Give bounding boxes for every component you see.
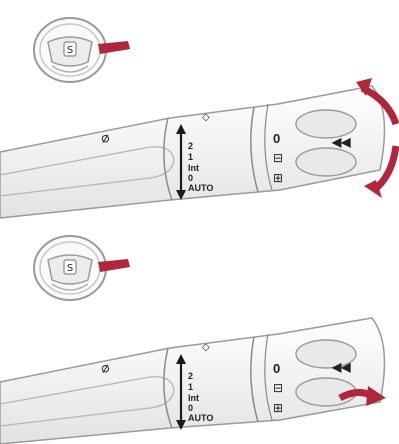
steering-wheel-icon: S (34, 18, 106, 82)
rear-washer-icon: ⊞ (273, 171, 283, 185)
front-wash-icon: ◇ (202, 112, 210, 123)
ring-label-0: 0 (273, 131, 280, 146)
svg-text:S: S (67, 45, 73, 56)
end-cap-lower (296, 148, 356, 176)
scale-label-1: 1 (188, 152, 193, 162)
rotate-arrow-indicator: ◀◀ (331, 360, 351, 374)
rotate-arrow-indicator: ◀◀ (331, 135, 351, 149)
scale-label-0: 0 (188, 403, 193, 413)
panel-bottom: S ⌀ ◇ 2 1 Int 0 AUTO 0 ⊟ ⊞ ◀◀ (0, 236, 386, 444)
steering-wheel-icon: S (34, 236, 106, 300)
scale-label-1: 1 (188, 382, 193, 392)
scale-label-auto: AUTO (188, 413, 213, 423)
front-wash-icon: ◇ (202, 342, 210, 353)
scale-label-0: 0 (188, 173, 193, 183)
rear-wiper-icon: ⊟ (273, 381, 283, 395)
scale-label-2: 2 (188, 371, 193, 381)
scale-label-int: Int (188, 163, 199, 173)
scale-label-int: Int (188, 393, 199, 403)
svg-text:S: S (67, 263, 73, 274)
rear-wiper-icon: ⊟ (273, 151, 283, 165)
panel-top: S ⌀ ◇ 2 1 Int 0 AUTO 0 ⊟ ⊞ ◀◀ (0, 18, 396, 218)
scale-label-auto: AUTO (188, 183, 213, 193)
rear-washer-icon: ⊞ (273, 401, 283, 415)
ring-label-0: 0 (273, 361, 280, 376)
end-cap-upper (296, 110, 356, 138)
scale-label-2: 2 (188, 141, 193, 151)
